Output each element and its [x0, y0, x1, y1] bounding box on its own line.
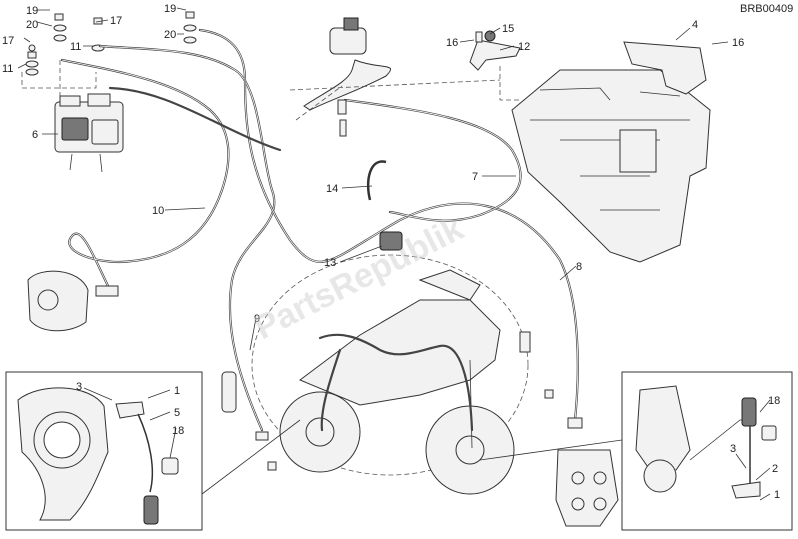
- callout-3: 3: [730, 443, 736, 455]
- callout-18: 18: [172, 425, 184, 437]
- callout-9: 9: [254, 313, 260, 325]
- callout-20: 20: [26, 19, 38, 31]
- callout-5: 5: [174, 407, 180, 419]
- callout-17: 17: [2, 35, 14, 47]
- abs-hydraulic-unit: [21, 60, 124, 173]
- callout-15: 15: [502, 23, 514, 35]
- callout-11: 11: [2, 63, 13, 75]
- callout-19: 19: [164, 3, 176, 15]
- abs-fittings: [25, 11, 197, 76]
- callout-16: 16: [732, 37, 744, 49]
- callout-20: 20: [164, 29, 176, 41]
- callout-7: 7: [472, 171, 478, 183]
- callout-16: 16: [446, 37, 458, 49]
- callout-14: 14: [326, 183, 338, 195]
- callout-18: 18: [768, 395, 780, 407]
- inline-fittings: [221, 331, 583, 471]
- hose-clip: [366, 160, 403, 251]
- underseat-tray: [511, 41, 711, 263]
- rear-sensor-inset: [5, 371, 301, 531]
- drawing-code: BRB00409: [740, 3, 793, 15]
- callout-12: 12: [518, 41, 530, 53]
- callout-4: 4: [692, 19, 698, 31]
- callout-11: 11: [70, 41, 81, 53]
- callout-13: 13: [324, 257, 336, 269]
- bracket-assembly: [289, 30, 521, 121]
- callout-1: 1: [774, 489, 780, 501]
- motorcycle-illustration: [251, 254, 529, 495]
- callout-labels: 19 20 17 17 11 11 19 20 6 10 14 7 16 15 …: [2, 3, 780, 501]
- callout-17: 17: [110, 15, 122, 27]
- callout-1: 1: [174, 385, 180, 397]
- leader-lines: [17, 7, 771, 501]
- front-master-cylinder: [303, 17, 392, 137]
- rear-caliper: [27, 270, 119, 332]
- front-caliper: [555, 449, 619, 527]
- callout-19: 19: [26, 5, 38, 17]
- callout-2: 2: [772, 463, 778, 475]
- callout-3: 3: [76, 381, 82, 393]
- front-sensor-inset: [479, 371, 793, 531]
- callout-8: 8: [576, 261, 582, 273]
- callout-6: 6: [32, 129, 38, 141]
- callout-10: 10: [152, 205, 164, 217]
